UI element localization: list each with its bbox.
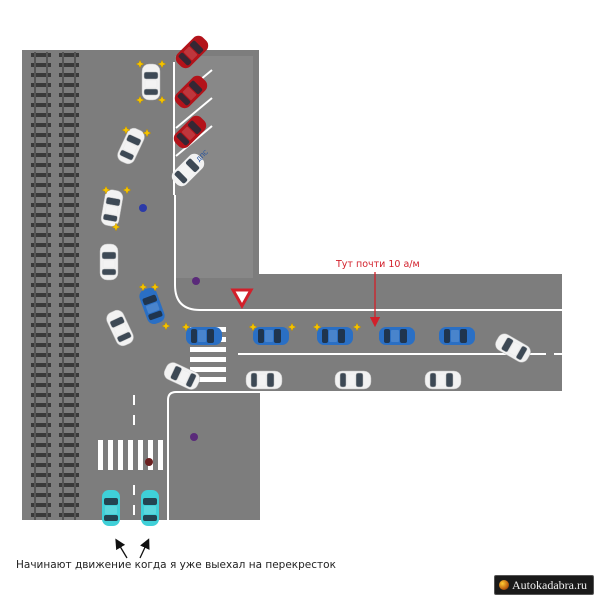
curb-upper	[174, 195, 562, 311]
lane-markings	[133, 353, 562, 515]
watermark-text: Autokadabra.ru	[512, 578, 587, 592]
watermark[interactable]: Autokadabra.ru	[494, 575, 594, 595]
caption-arrow-left	[115, 538, 128, 559]
crosswalk-bottom	[98, 440, 163, 470]
yield-sign-icon	[230, 288, 254, 310]
pedestrians	[139, 204, 200, 466]
curb-top-right	[259, 50, 562, 274]
curb-lower	[167, 391, 562, 520]
railway	[31, 52, 79, 520]
caption-arrow-right	[139, 538, 150, 559]
logo-icon	[499, 580, 509, 590]
annotation-label: Тут почти 10 а/м	[336, 259, 420, 270]
caption: Начинают движение когда я уже выехал на …	[16, 559, 336, 571]
